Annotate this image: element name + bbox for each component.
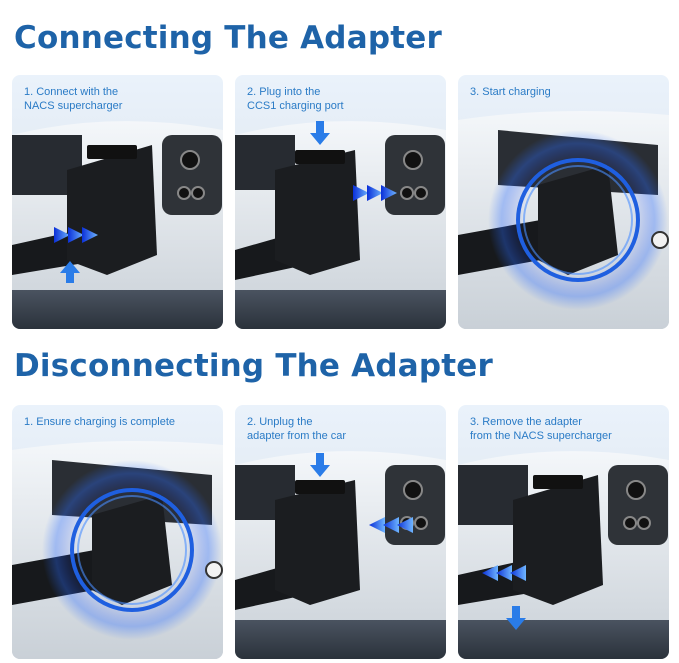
port-pin bbox=[403, 480, 423, 500]
step-caption: 3. Start charging bbox=[470, 86, 551, 98]
charging-ring-icon bbox=[488, 130, 668, 310]
step-caption: 2. Unplug the adapter from the car bbox=[247, 416, 347, 442]
tire bbox=[12, 290, 223, 329]
right-arrow-icon bbox=[54, 227, 98, 243]
step-panel-connect-2: 2. Plug into the CCS1 charging port bbox=[235, 75, 446, 329]
step-caption: 1. Connect with the NACS supercharger bbox=[24, 86, 123, 112]
connect-step-1-illustration bbox=[12, 121, 223, 329]
port-pin bbox=[180, 150, 200, 170]
port-pin bbox=[403, 150, 423, 170]
up-arrow-icon bbox=[60, 261, 80, 283]
tire bbox=[235, 620, 446, 659]
adapter-latch bbox=[295, 480, 345, 494]
tire bbox=[458, 620, 669, 659]
left-arrow-icon bbox=[482, 565, 526, 581]
port-pin bbox=[623, 516, 637, 530]
charging-port bbox=[608, 465, 668, 545]
step-panel-connect-3: 3. Start charging bbox=[458, 75, 669, 329]
right-arrow-icon bbox=[353, 185, 397, 201]
charging-port bbox=[385, 465, 445, 545]
step-panel-disconnect-3: 3. Remove the adapter from the NACS supe… bbox=[458, 405, 669, 659]
step-caption: 3. Remove the adapter from the NACS supe… bbox=[470, 416, 612, 442]
adapter-latch bbox=[87, 145, 137, 159]
adapter-latch bbox=[533, 475, 583, 489]
charging-port bbox=[385, 135, 445, 215]
adapter bbox=[275, 480, 360, 605]
charging-port bbox=[162, 135, 222, 215]
section-title-disconnecting: Disconnecting The Adapter bbox=[14, 348, 493, 384]
step-panel-connect-1: 1. Connect with the NACS supercharger bbox=[12, 75, 223, 329]
charging-ring bbox=[70, 488, 194, 612]
section-title-connecting: Connecting The Adapter bbox=[14, 20, 442, 56]
port-pin bbox=[414, 516, 428, 530]
adapter-latch bbox=[295, 150, 345, 164]
connect-step-2-illustration bbox=[235, 121, 446, 329]
step-caption: 2. Plug into the CCS1 charging port bbox=[247, 86, 344, 112]
disconnect-step-2-illustration bbox=[235, 451, 446, 659]
charge-indicator-icon bbox=[651, 231, 669, 249]
adapter bbox=[513, 475, 603, 605]
port-pin bbox=[626, 480, 646, 500]
port-pin bbox=[191, 186, 205, 200]
step-panel-disconnect-1: 1. Ensure charging is complete bbox=[12, 405, 223, 659]
charging-ring-inner bbox=[77, 495, 187, 605]
charge-indicator-icon bbox=[205, 561, 223, 579]
disconnect-step-1-illustration bbox=[12, 441, 223, 659]
down-arrow-icon bbox=[310, 121, 330, 145]
port-pin bbox=[400, 186, 414, 200]
charging-ring-icon bbox=[42, 460, 222, 640]
left-arrow-icon bbox=[369, 517, 413, 533]
tire bbox=[235, 290, 446, 329]
port-pin bbox=[177, 186, 191, 200]
port-pin bbox=[637, 516, 651, 530]
disconnect-step-3-illustration bbox=[458, 451, 669, 659]
step-caption: 1. Ensure charging is complete bbox=[24, 416, 176, 428]
charging-ring-inner bbox=[523, 165, 633, 275]
charging-ring bbox=[516, 158, 640, 282]
connect-step-3-illustration bbox=[458, 111, 669, 329]
adapter bbox=[67, 145, 157, 275]
port-pin bbox=[414, 186, 428, 200]
down-arrow-icon bbox=[310, 453, 330, 477]
step-panel-disconnect-2: 2. Unplug the adapter from the car bbox=[235, 405, 446, 659]
down-arrow-icon bbox=[506, 606, 526, 630]
adapter bbox=[275, 150, 360, 275]
